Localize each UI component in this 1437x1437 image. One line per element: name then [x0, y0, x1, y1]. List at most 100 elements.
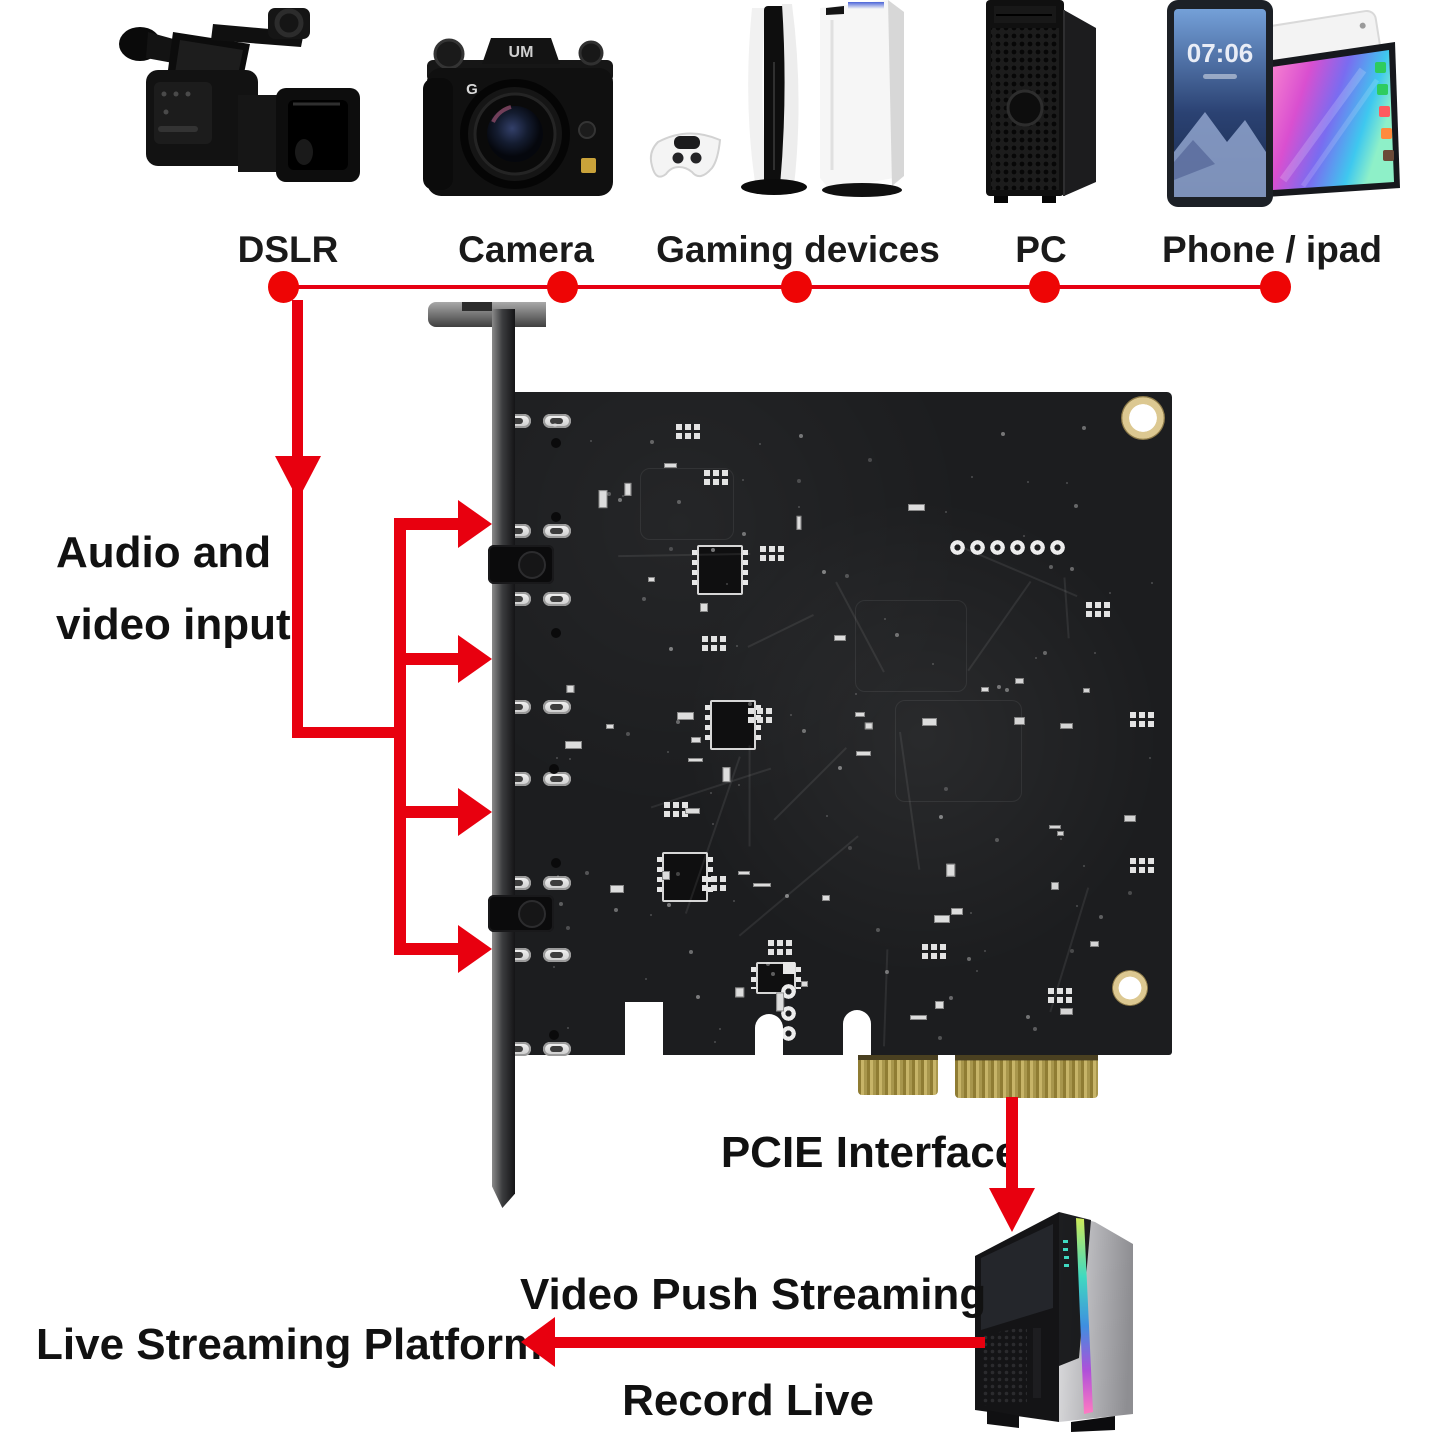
pcb-component	[1001, 431, 1006, 436]
pcb-component	[1150, 582, 1153, 585]
pcb-component	[1042, 651, 1047, 656]
pcb-component	[848, 846, 853, 851]
pcb-component	[1048, 988, 1072, 1003]
pcb-component	[732, 899, 735, 902]
pcb-component	[984, 950, 987, 953]
pcb-component	[738, 784, 741, 787]
mounting-hole-top-right	[1121, 396, 1165, 440]
pcb-component	[543, 1042, 571, 1056]
pcb-component	[669, 647, 674, 652]
input-trunk-elbow	[292, 727, 405, 738]
pcb-component	[692, 545, 748, 595]
pcb-component	[750, 970, 753, 973]
pcb-component	[797, 479, 802, 484]
pcb-component	[742, 532, 747, 537]
pcb-component	[799, 433, 804, 438]
pcb-component	[552, 965, 555, 968]
pcb-component	[699, 602, 709, 612]
pcb-component	[1025, 1014, 1030, 1019]
pcb-component	[1033, 1027, 1038, 1032]
pcb-component	[970, 912, 973, 915]
pcb-component	[617, 498, 622, 503]
timeline-dot-dslr	[268, 271, 299, 303]
pcb-component	[664, 802, 688, 817]
color-tablet-icon	[1259, 42, 1400, 197]
input-arrow-3-shaft	[400, 806, 458, 818]
record-live-label: Record Live	[622, 1376, 874, 1425]
pcb-component	[1015, 677, 1024, 685]
pcb-component	[1059, 838, 1062, 841]
pcb-component	[553, 423, 557, 428]
label-gaming-devices: Gaming devices	[656, 229, 940, 270]
pcb-component	[797, 506, 800, 509]
pcb-component	[647, 576, 655, 583]
pcb-component	[687, 757, 703, 762]
pcb-component	[566, 1027, 569, 1030]
pcb-component	[856, 750, 871, 756]
pcb-component	[640, 468, 734, 540]
pcb-component	[950, 540, 965, 555]
pcb-component	[976, 969, 978, 972]
pcb-component	[551, 858, 561, 868]
pcb-component	[884, 618, 887, 621]
mounting-hole-bottom-right	[1112, 970, 1148, 1006]
pcb-component	[768, 940, 792, 955]
pcie-arrow-head	[989, 1188, 1035, 1232]
pcb-component	[735, 645, 738, 648]
pcb-component	[549, 1030, 559, 1040]
pcie-interface-label: PCIE Interface	[720, 1128, 1020, 1177]
pcb-component	[910, 1014, 927, 1020]
timeline-dot-camera	[547, 271, 578, 303]
pcb-component	[1023, 535, 1026, 538]
pcb-component	[551, 438, 561, 448]
pcb-component	[970, 540, 985, 555]
pcb-component	[685, 807, 701, 815]
pcb-component	[800, 981, 808, 987]
pcb-component	[921, 717, 937, 727]
pcb-component	[1130, 858, 1154, 873]
pcb-component	[1059, 722, 1073, 729]
pcb-component	[711, 548, 716, 553]
pcb-component	[1082, 426, 1087, 431]
live-streaming-platform-label: Live Streaming Platform	[36, 1320, 543, 1369]
pcb-bottom-notch	[625, 1002, 663, 1056]
port-connector-circle	[518, 899, 546, 928]
pcb-component	[825, 815, 828, 818]
pcb-round-slot-2	[843, 1010, 871, 1056]
camera-brand-text: UM	[509, 44, 534, 61]
video-push-streaming-label: Video Push Streaming	[520, 1270, 987, 1319]
label-dslr: DSLR	[237, 229, 339, 270]
pcb-component	[1108, 592, 1111, 595]
pcb-component	[934, 914, 950, 923]
pcb-component	[748, 701, 753, 706]
pcb-component	[1049, 824, 1062, 829]
phone-tablet-icon: 07:06	[1167, 0, 1400, 207]
pcb-component	[645, 977, 648, 980]
pcb-component	[642, 596, 646, 601]
pcie-gold-fingers-long	[955, 1055, 1098, 1098]
pcb-component	[555, 756, 558, 759]
pcb-component	[676, 711, 694, 721]
pcb-component	[556, 874, 559, 877]
pcb-component	[741, 478, 744, 481]
pcb-component	[1123, 815, 1137, 823]
pcb-component	[1050, 540, 1065, 555]
pcb-component	[997, 685, 1002, 690]
pcb-component	[725, 583, 728, 586]
pcb-component	[564, 741, 582, 750]
pcb-component	[822, 894, 830, 902]
pcb-component	[855, 600, 967, 692]
pcb-component	[551, 512, 561, 522]
pcb-component	[709, 792, 712, 795]
pcb-component	[790, 714, 793, 717]
pcb-component	[922, 944, 946, 959]
pcb-component	[781, 1026, 796, 1041]
timeline-dot-pc	[1029, 271, 1060, 303]
audio-video-input-label-line1: Audio and	[56, 528, 272, 577]
pcb-component	[748, 745, 751, 847]
pcb-component	[543, 876, 571, 890]
pcb-component	[937, 1035, 942, 1040]
camera-body-letter: G	[466, 81, 478, 98]
pcb-component	[543, 414, 571, 428]
